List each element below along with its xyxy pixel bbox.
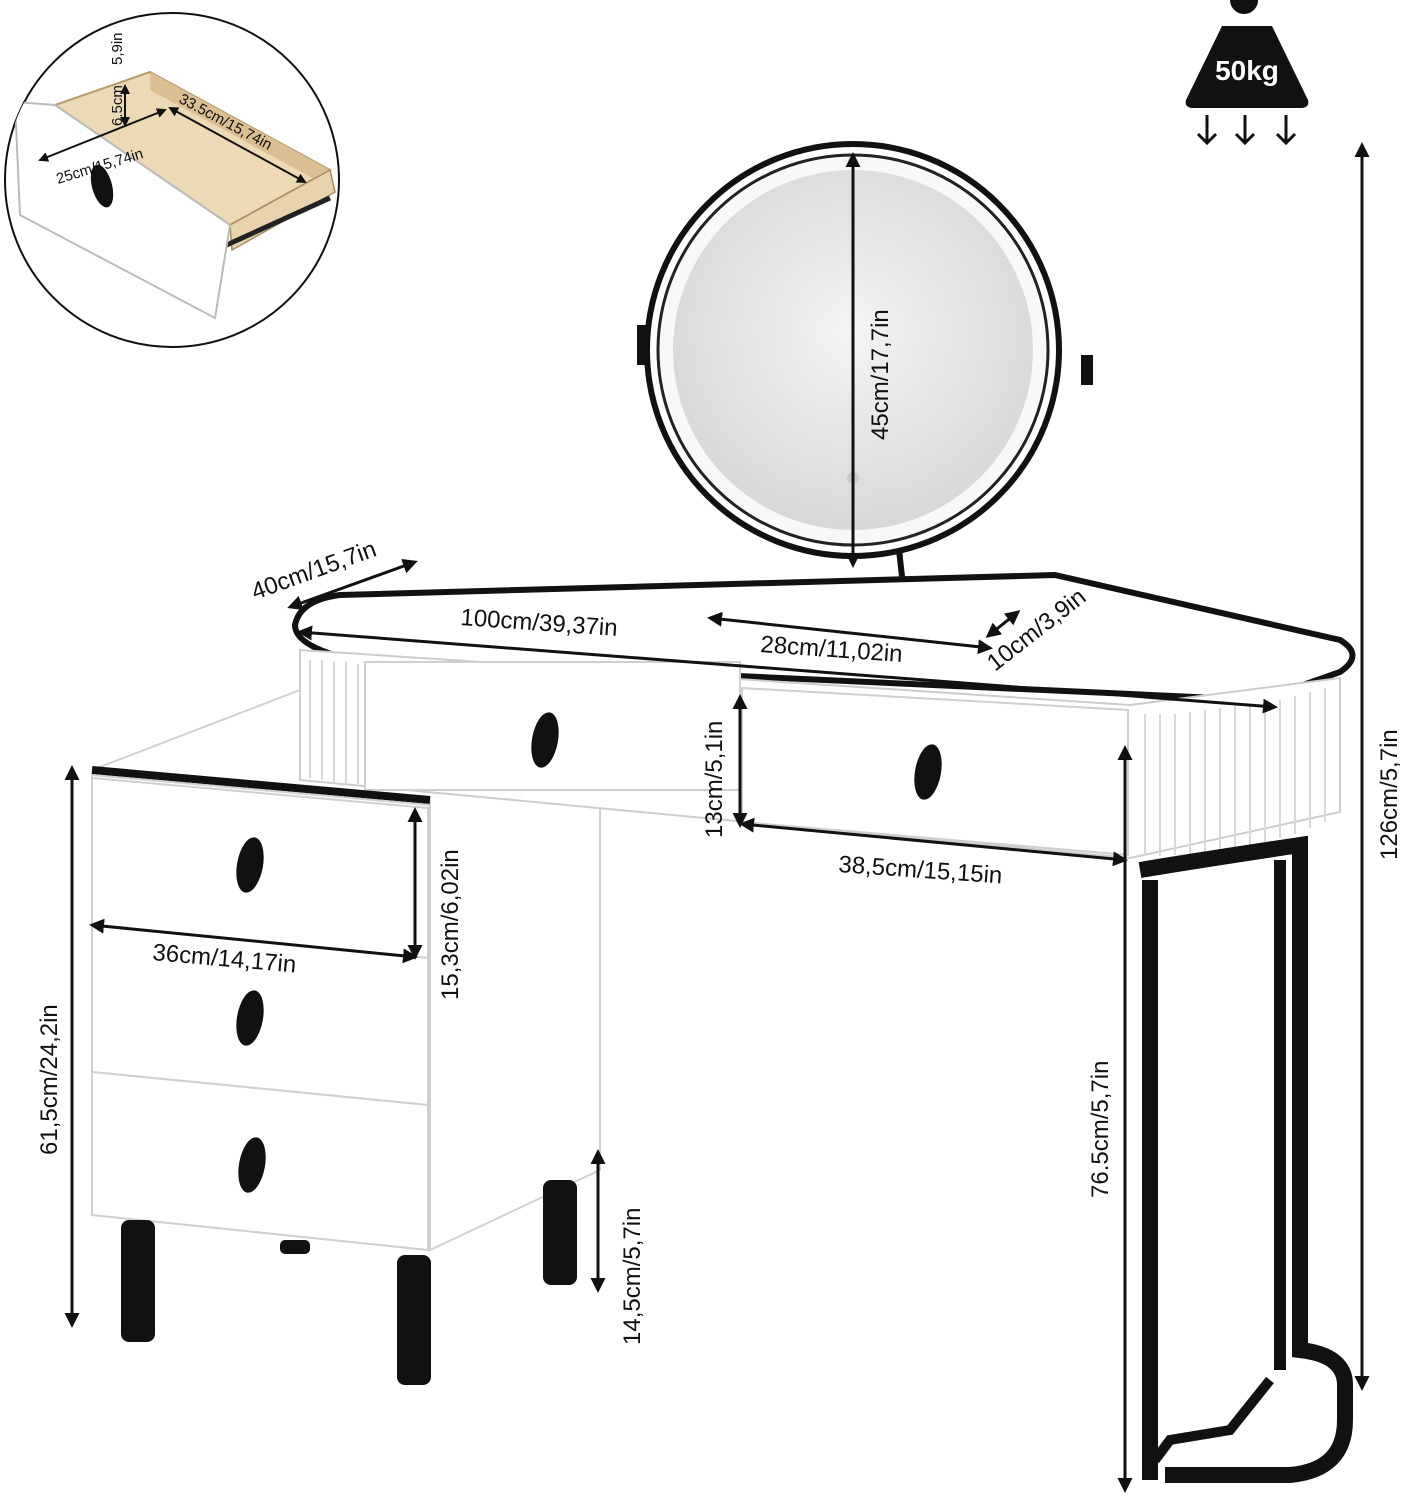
cabinet-drawer-height-label: 15,3cm/6,02in <box>437 849 464 1000</box>
cabinet-drawer-width-arrow <box>89 918 418 964</box>
dimension-arrows <box>64 142 1370 1493</box>
down-arrows-icon <box>1196 115 1297 146</box>
mirror-diameter-label: 45cm/17,7in <box>867 309 894 440</box>
inset-length-arrow <box>168 107 307 183</box>
top-width-arrow <box>297 625 1278 714</box>
inset-height-label: 5,9in <box>109 32 126 65</box>
drawer-slide-rail <box>218 195 332 251</box>
desk-drawer-left-handle-icon <box>531 712 559 768</box>
drawer-height-label: 13cm/5,1in <box>701 721 728 838</box>
desk-height-label: 76.5cm/5,7in <box>1087 1061 1114 1198</box>
cabinet-drawer-1-handle-icon <box>236 837 264 893</box>
base-width-arrow <box>707 611 993 655</box>
drawer-detail-inset: 6.5cm 5,9in 33.5cm/15,74in 25cm/15,74in <box>4 12 340 348</box>
metal-leg-frame <box>1138 835 1353 1483</box>
drawer-cabinet <box>91 766 577 1385</box>
cabinet-drawer-3-handle-icon <box>238 1137 266 1193</box>
mirror-pivot-left <box>637 325 649 365</box>
inset-depth-label: 6.5cm <box>109 85 126 126</box>
leg-height-label: 14,5cm/5,7in <box>619 1208 646 1345</box>
cabinet-leg-front-right <box>397 1255 431 1385</box>
cabinet-leg-back-left <box>280 1240 310 1254</box>
cabinet-leg-front-left <box>121 1220 155 1342</box>
cabinet-height-label: 61,5cm/24,2in <box>36 1004 63 1155</box>
desk-drawer-right-handle-icon <box>914 744 942 800</box>
cabinet-leg-back-right <box>543 1180 577 1285</box>
round-mirror <box>637 141 1093 628</box>
weight-badge: 50kg <box>1185 0 1309 146</box>
cabinet-drawer-2-handle-icon <box>236 990 264 1046</box>
weight-label: 50kg <box>1215 55 1279 86</box>
weight-icon <box>1185 0 1309 108</box>
metal-leg-inner <box>1151 1376 1274 1463</box>
drawer-width-label: 38,5cm/15,15in <box>838 851 1004 889</box>
inset-width-arrow <box>38 108 167 162</box>
drawer-handle-icon <box>90 164 114 208</box>
fluted-right-end <box>1144 688 1326 856</box>
mirror-pivot-right <box>1081 355 1093 385</box>
base-depth-arrow <box>985 610 1021 638</box>
total-height-label: 126cm/5,7in <box>1376 729 1403 860</box>
top-depth-arrow <box>287 559 418 610</box>
drawer-width-arrow <box>739 817 1128 867</box>
cabinet-top-edge <box>91 766 431 804</box>
